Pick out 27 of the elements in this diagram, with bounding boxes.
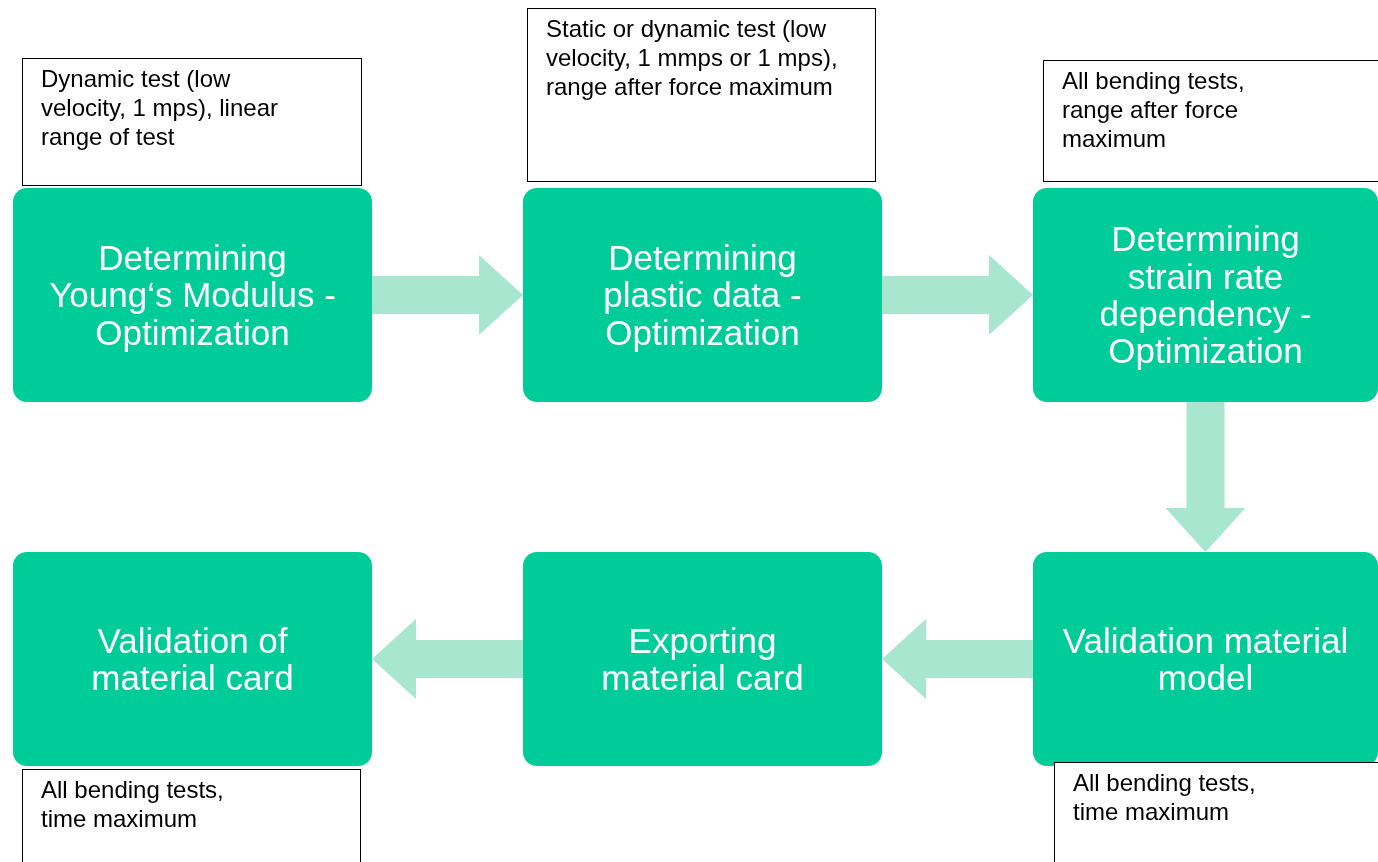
- block-arrow: [372, 255, 523, 335]
- block-arrow: [882, 255, 1033, 335]
- process-box: [13, 552, 372, 766]
- note-box: [22, 58, 362, 186]
- note-text: All bending tests, time maximum: [1073, 769, 1257, 827]
- note-box: [1054, 762, 1378, 862]
- step-title: Determining strain rate dependency - Optimization: [1098, 220, 1313, 370]
- block-arrow: [882, 619, 1033, 699]
- process-box: [1033, 552, 1378, 766]
- step-title: Validation of material card: [90, 621, 295, 697]
- process-box: [1033, 188, 1378, 402]
- process-box: [13, 188, 372, 402]
- step-title: Determining Young‘s Modulus - Optimization: [48, 238, 337, 352]
- note-box: [1043, 60, 1378, 182]
- step-title: Exporting material card: [600, 621, 805, 697]
- process-box: [523, 188, 882, 402]
- note-text: Dynamic test (low velocity, 1 mps), linear range of test: [41, 65, 279, 152]
- note-text: All bending tests, time maximum: [41, 776, 225, 834]
- step-title: Determining plastic data - Optimization: [602, 238, 803, 352]
- step-title: Validation material model: [1061, 621, 1350, 697]
- note-box: [22, 769, 361, 862]
- note-text: All bending tests, range after force maximum: [1062, 67, 1246, 154]
- block-arrow: [1165, 402, 1246, 552]
- note-box: [527, 8, 876, 182]
- note-text: Static or dynamic test (low velocity, 1 mmps or 1 mps), range after force maximum: [546, 15, 839, 102]
- process-box: [523, 552, 882, 766]
- block-arrow: [372, 619, 523, 699]
